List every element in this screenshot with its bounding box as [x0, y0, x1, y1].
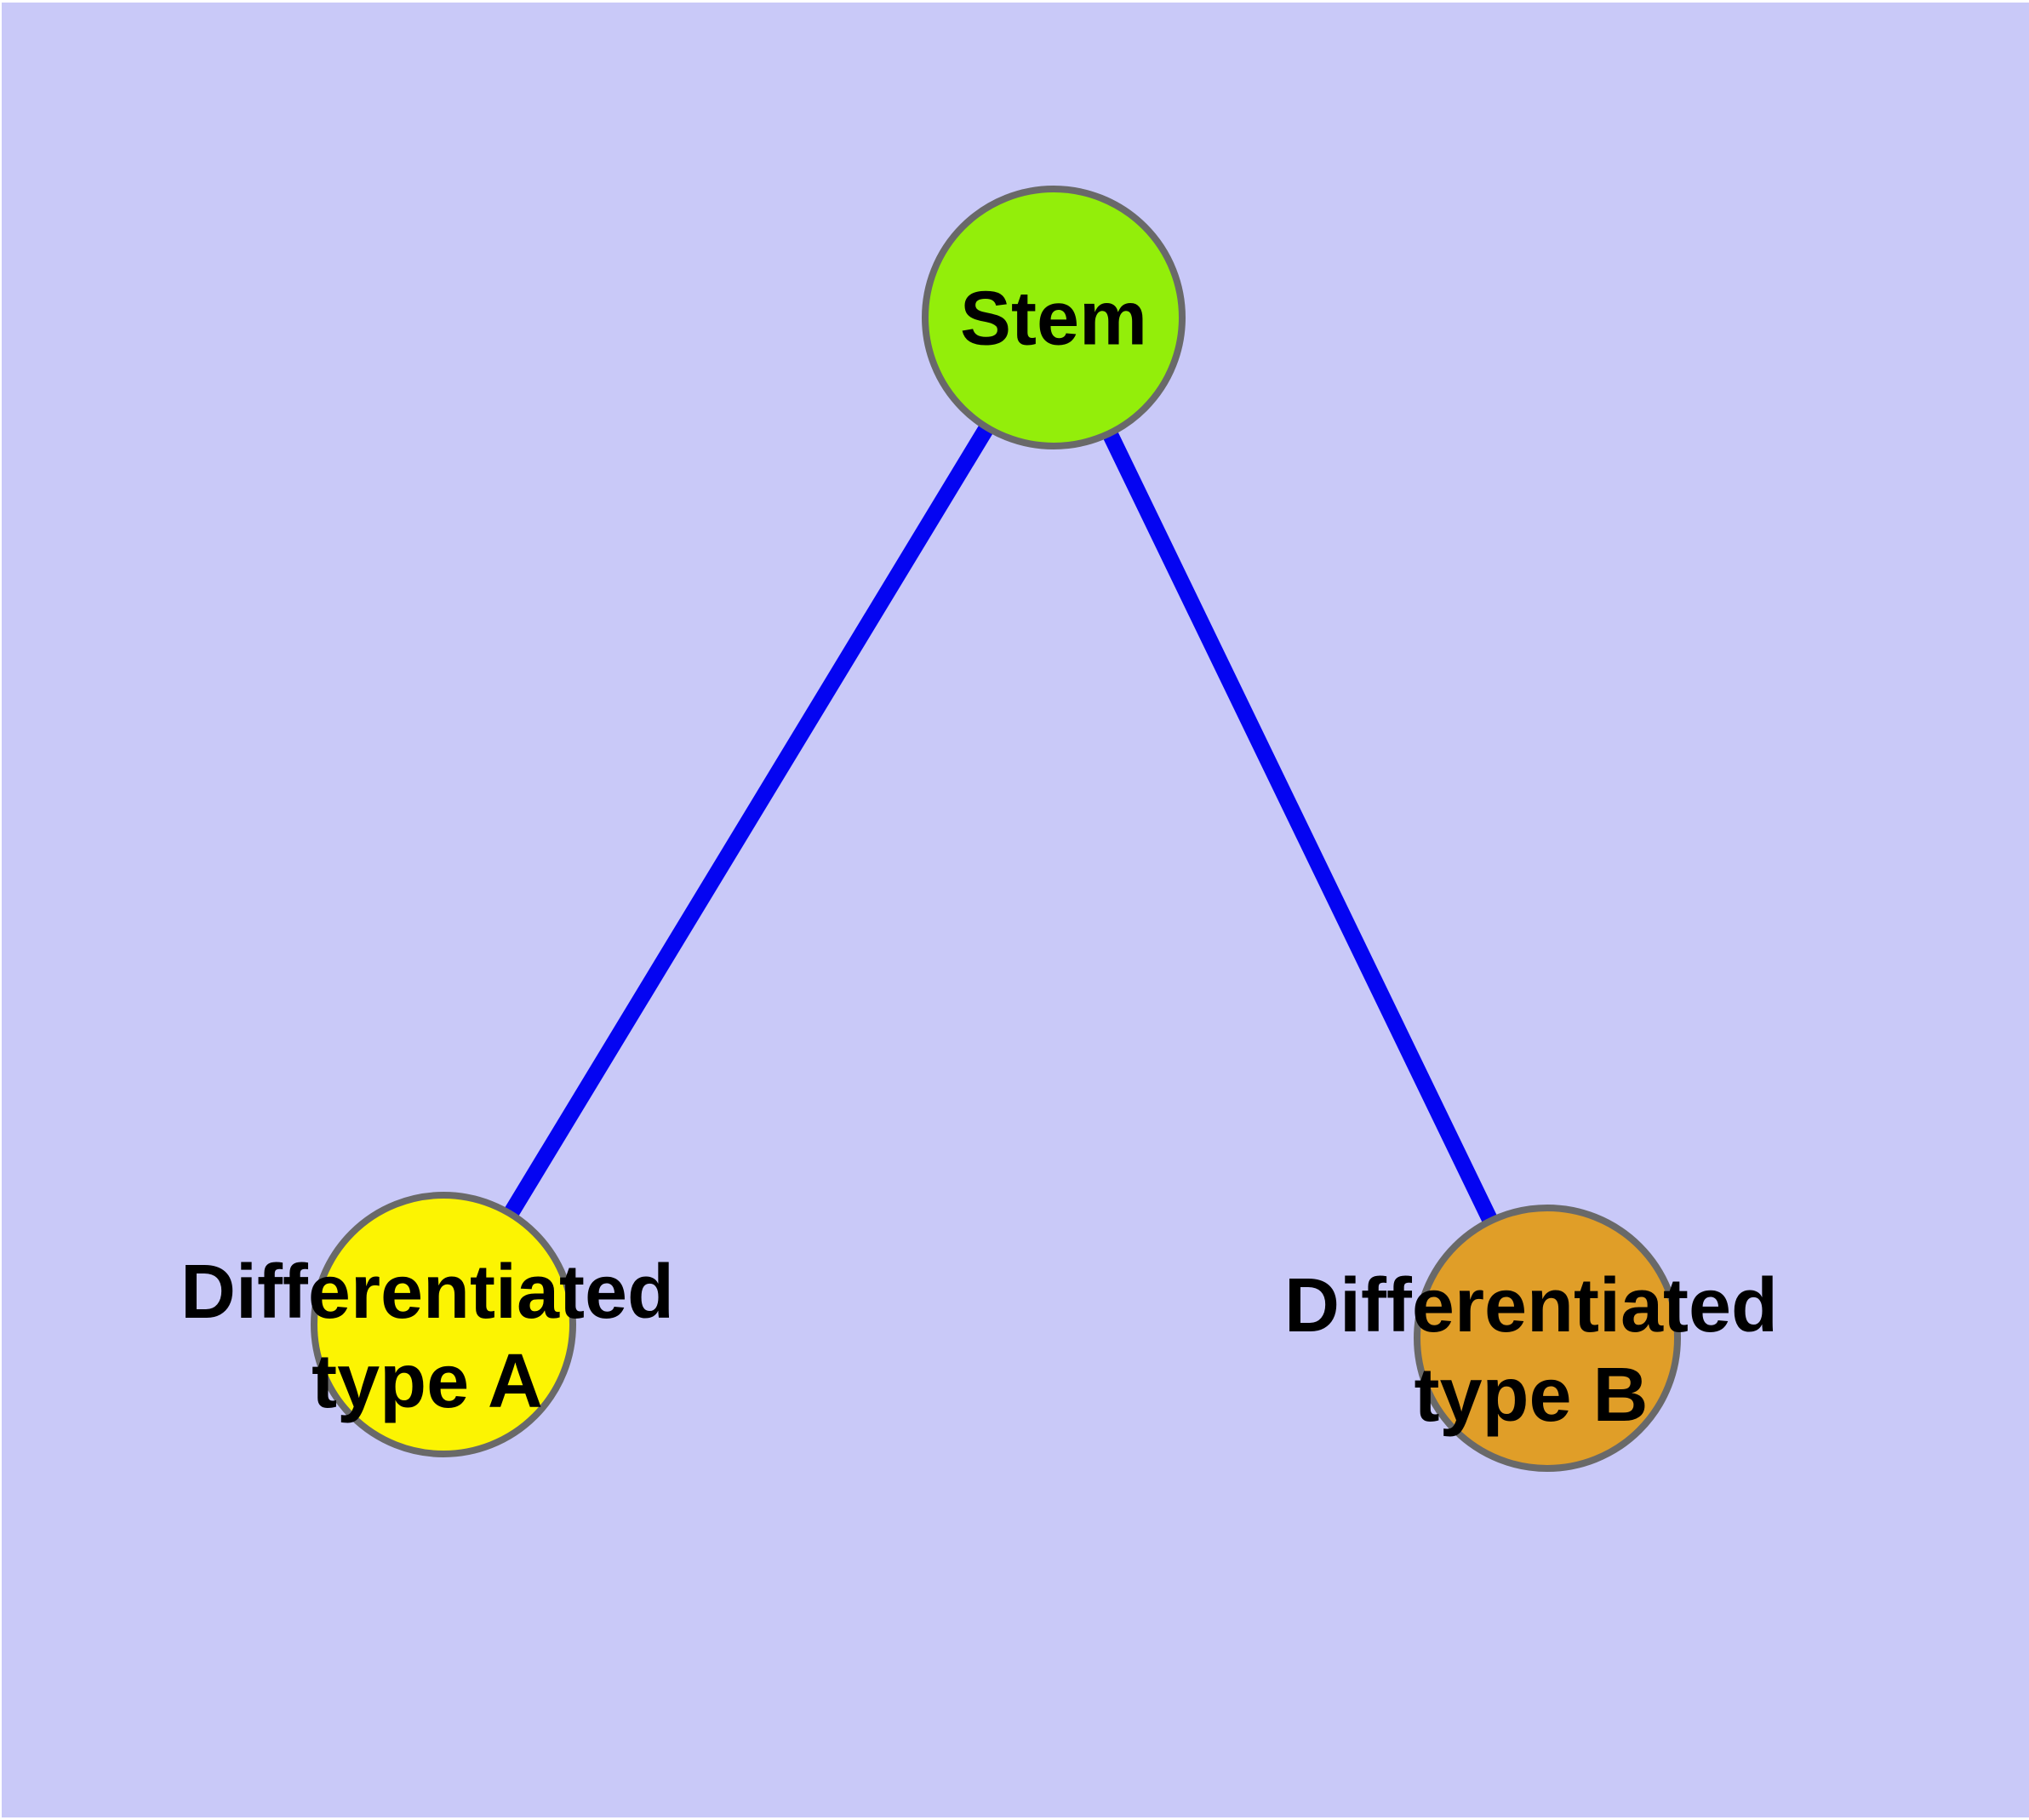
node-label-differentiated-type-b-line2: type B — [1414, 1353, 1648, 1438]
edge-stem-to-differentiated-type-a — [436, 313, 1061, 1329]
node-stem: Stem — [922, 186, 1186, 449]
node-label-differentiated-type-a-line1: Differentiated — [180, 1250, 674, 1335]
edge-stem-to-differentiated-type-b — [1046, 313, 1555, 1342]
node-label-differentiated-type-b-line1: Differentiated — [1284, 1263, 1778, 1348]
node-label-differentiated-type-a-line2: type A — [311, 1339, 543, 1424]
node-circle-stem — [922, 186, 1186, 449]
edges-layer — [436, 313, 1555, 1342]
node-circle-differentiated-type-a — [311, 1192, 576, 1457]
node-label-stem-line1: Stem — [960, 277, 1147, 362]
node-circle-differentiated-type-b — [1414, 1205, 1681, 1472]
